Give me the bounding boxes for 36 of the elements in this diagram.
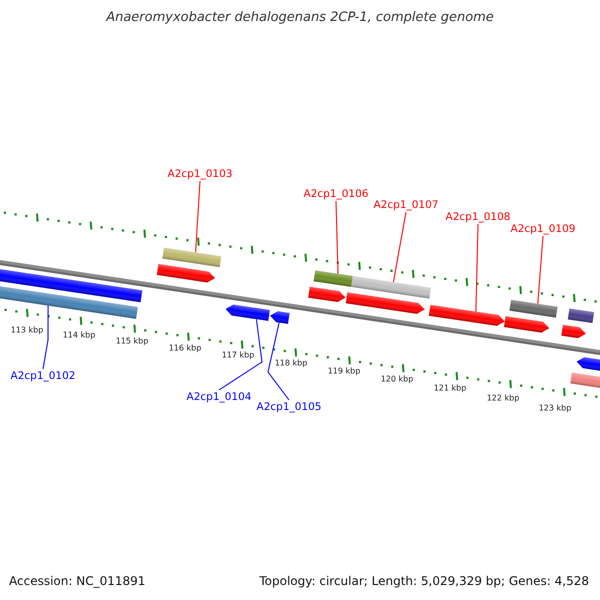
gene-label: A2cp1_0108	[446, 211, 510, 223]
position-label: 122 kbp	[486, 394, 520, 402]
position-label: 119 kbp	[328, 366, 360, 376]
gene-bar	[270, 311, 290, 324]
gene-label: A2cp1_0102	[10, 370, 76, 382]
leader-line	[336, 200, 338, 274]
position-label: 113 kbp	[10, 326, 44, 334]
gene-label: A2cp1_0107	[374, 199, 438, 211]
footer-text: Accession: NC_011891	[9, 574, 146, 588]
position-label: 115 kbp	[116, 336, 148, 346]
gene-label: A2cp1_0105	[256, 401, 322, 413]
leader-line	[42, 305, 49, 370]
gene-bar	[314, 270, 353, 287]
gene-bar	[428, 304, 505, 326]
gene-label: A2cp1_0104	[186, 391, 252, 403]
position-label: 116 kbp	[168, 344, 202, 352]
gene-bar	[162, 248, 222, 268]
position-label: 117 kbp	[222, 350, 254, 360]
gene-label: A2cp1_0106	[304, 188, 368, 200]
gene-label: A2cp1_0109	[510, 223, 576, 235]
position-label: 118 kbp	[274, 358, 308, 368]
gene-bar	[509, 300, 558, 318]
leader-line	[195, 180, 200, 253]
gene-label: A2cp1_0103	[168, 168, 232, 180]
footer-text: Topology: circular; Length: 5,029,329 bp; Genes: 4,528	[259, 574, 589, 588]
title: Anaeromyxobacter dehalogenans 2CP-1, complete genome	[104, 10, 495, 25]
position-label: 123 kbp	[538, 404, 572, 412]
leader-line	[267, 322, 290, 400]
position-label: 120 kbp	[380, 374, 414, 384]
leader-line	[392, 212, 406, 283]
position-label: 114 kbp	[62, 330, 96, 340]
gene-bar	[351, 276, 431, 299]
leader-line	[537, 236, 544, 304]
position-label: 121 kbp	[434, 384, 466, 392]
leader-line	[475, 224, 478, 312]
leader-line	[218, 318, 263, 390]
